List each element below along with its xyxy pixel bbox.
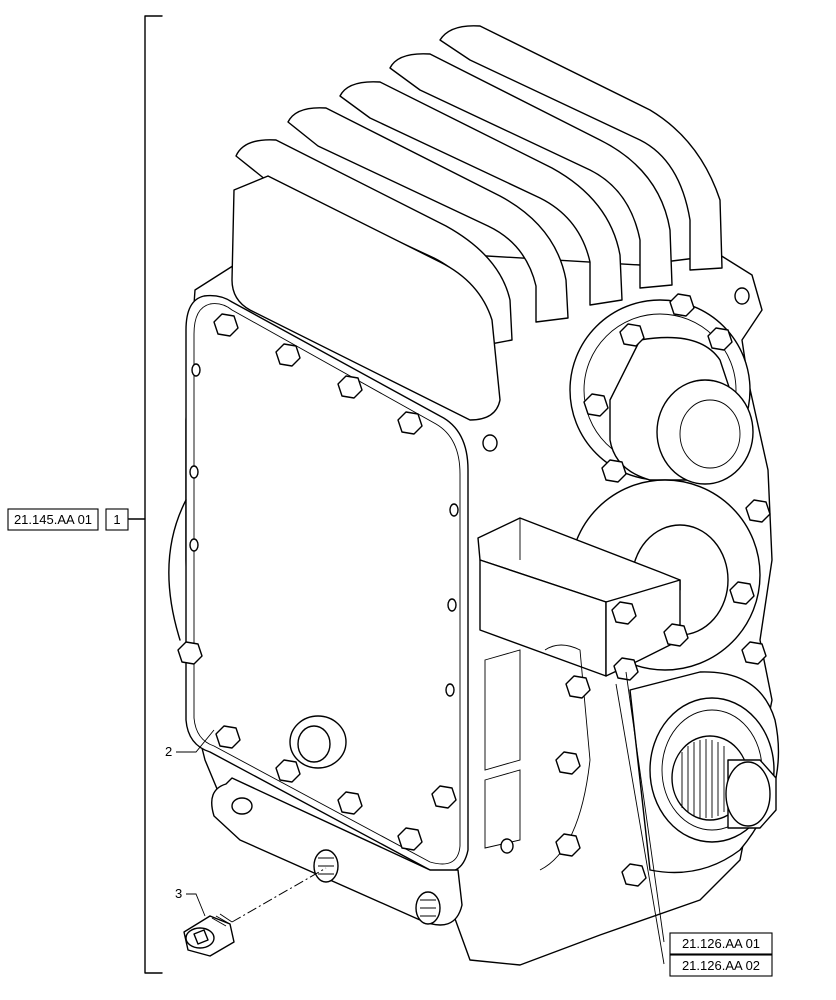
callout-assembly-ref: 21.145.AA 01 xyxy=(7,508,99,531)
housing-bolts xyxy=(482,287,771,887)
leader-lines xyxy=(176,671,665,965)
svg-text:21.126.AA 01: 21.126.AA 01 xyxy=(682,936,760,951)
callout-item-3: 3 xyxy=(175,886,182,901)
alignment-line xyxy=(231,867,327,923)
callout-item-2: 2 xyxy=(165,744,172,759)
callout-ref-b: 21.126.AA 02 xyxy=(669,954,773,977)
plug-screw xyxy=(183,913,235,957)
cover-plate xyxy=(168,294,469,874)
assembly-bracket xyxy=(128,15,163,974)
svg-text:21.145.AA 01: 21.145.AA 01 xyxy=(14,512,92,527)
svg-text:1: 1 xyxy=(113,512,120,527)
svg-text:21.126.AA 02: 21.126.AA 02 xyxy=(682,958,760,973)
base-bracket xyxy=(211,777,463,926)
callout-assembly-item: 1 xyxy=(105,508,129,531)
callout-ref-a: 21.126.AA 01 xyxy=(669,932,773,955)
